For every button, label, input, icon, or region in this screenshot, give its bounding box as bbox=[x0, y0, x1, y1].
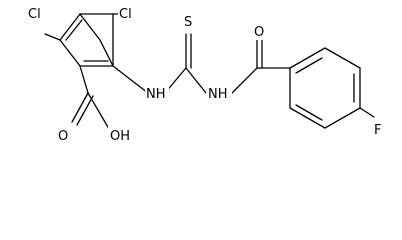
bond bbox=[79, 65, 89, 94]
bond bbox=[59, 13, 81, 41]
bond bbox=[185, 67, 207, 94]
bond bbox=[71, 92, 89, 123]
sulfur-label: S bbox=[184, 15, 192, 30]
carbonyl-oxygen-label: O bbox=[254, 25, 264, 40]
fluorine-label: F bbox=[374, 123, 381, 138]
hydroxyl-label: OH bbox=[110, 129, 130, 144]
bond bbox=[289, 47, 326, 69]
acid-oxygen-label: O bbox=[58, 129, 68, 144]
bond bbox=[79, 13, 101, 41]
bond bbox=[44, 33, 61, 41]
bond bbox=[289, 107, 326, 129]
bond bbox=[99, 39, 114, 67]
bond bbox=[112, 65, 149, 94]
bond bbox=[231, 67, 258, 94]
bond bbox=[359, 107, 375, 118]
bond bbox=[295, 57, 323, 74]
chlorine-left-label: Cl bbox=[28, 7, 41, 22]
bond bbox=[76, 95, 94, 126]
fluorophenyl-ring bbox=[289, 47, 361, 129]
nh-left-label: NH bbox=[146, 87, 166, 102]
molecule-structure: Cl Cl NH S NH O O OH F bbox=[28, 7, 382, 144]
chlorine-top-label: Cl bbox=[119, 7, 132, 22]
bond bbox=[324, 107, 361, 129]
bond bbox=[324, 47, 361, 69]
bond bbox=[59, 39, 81, 67]
nh-right-label: NH bbox=[208, 87, 228, 102]
bond bbox=[65, 19, 83, 41]
molecule-canvas: Cl Cl NH S NH O O OH F bbox=[28, 7, 382, 144]
chlorobenzoic-ring bbox=[59, 13, 114, 67]
bond bbox=[295, 104, 323, 121]
